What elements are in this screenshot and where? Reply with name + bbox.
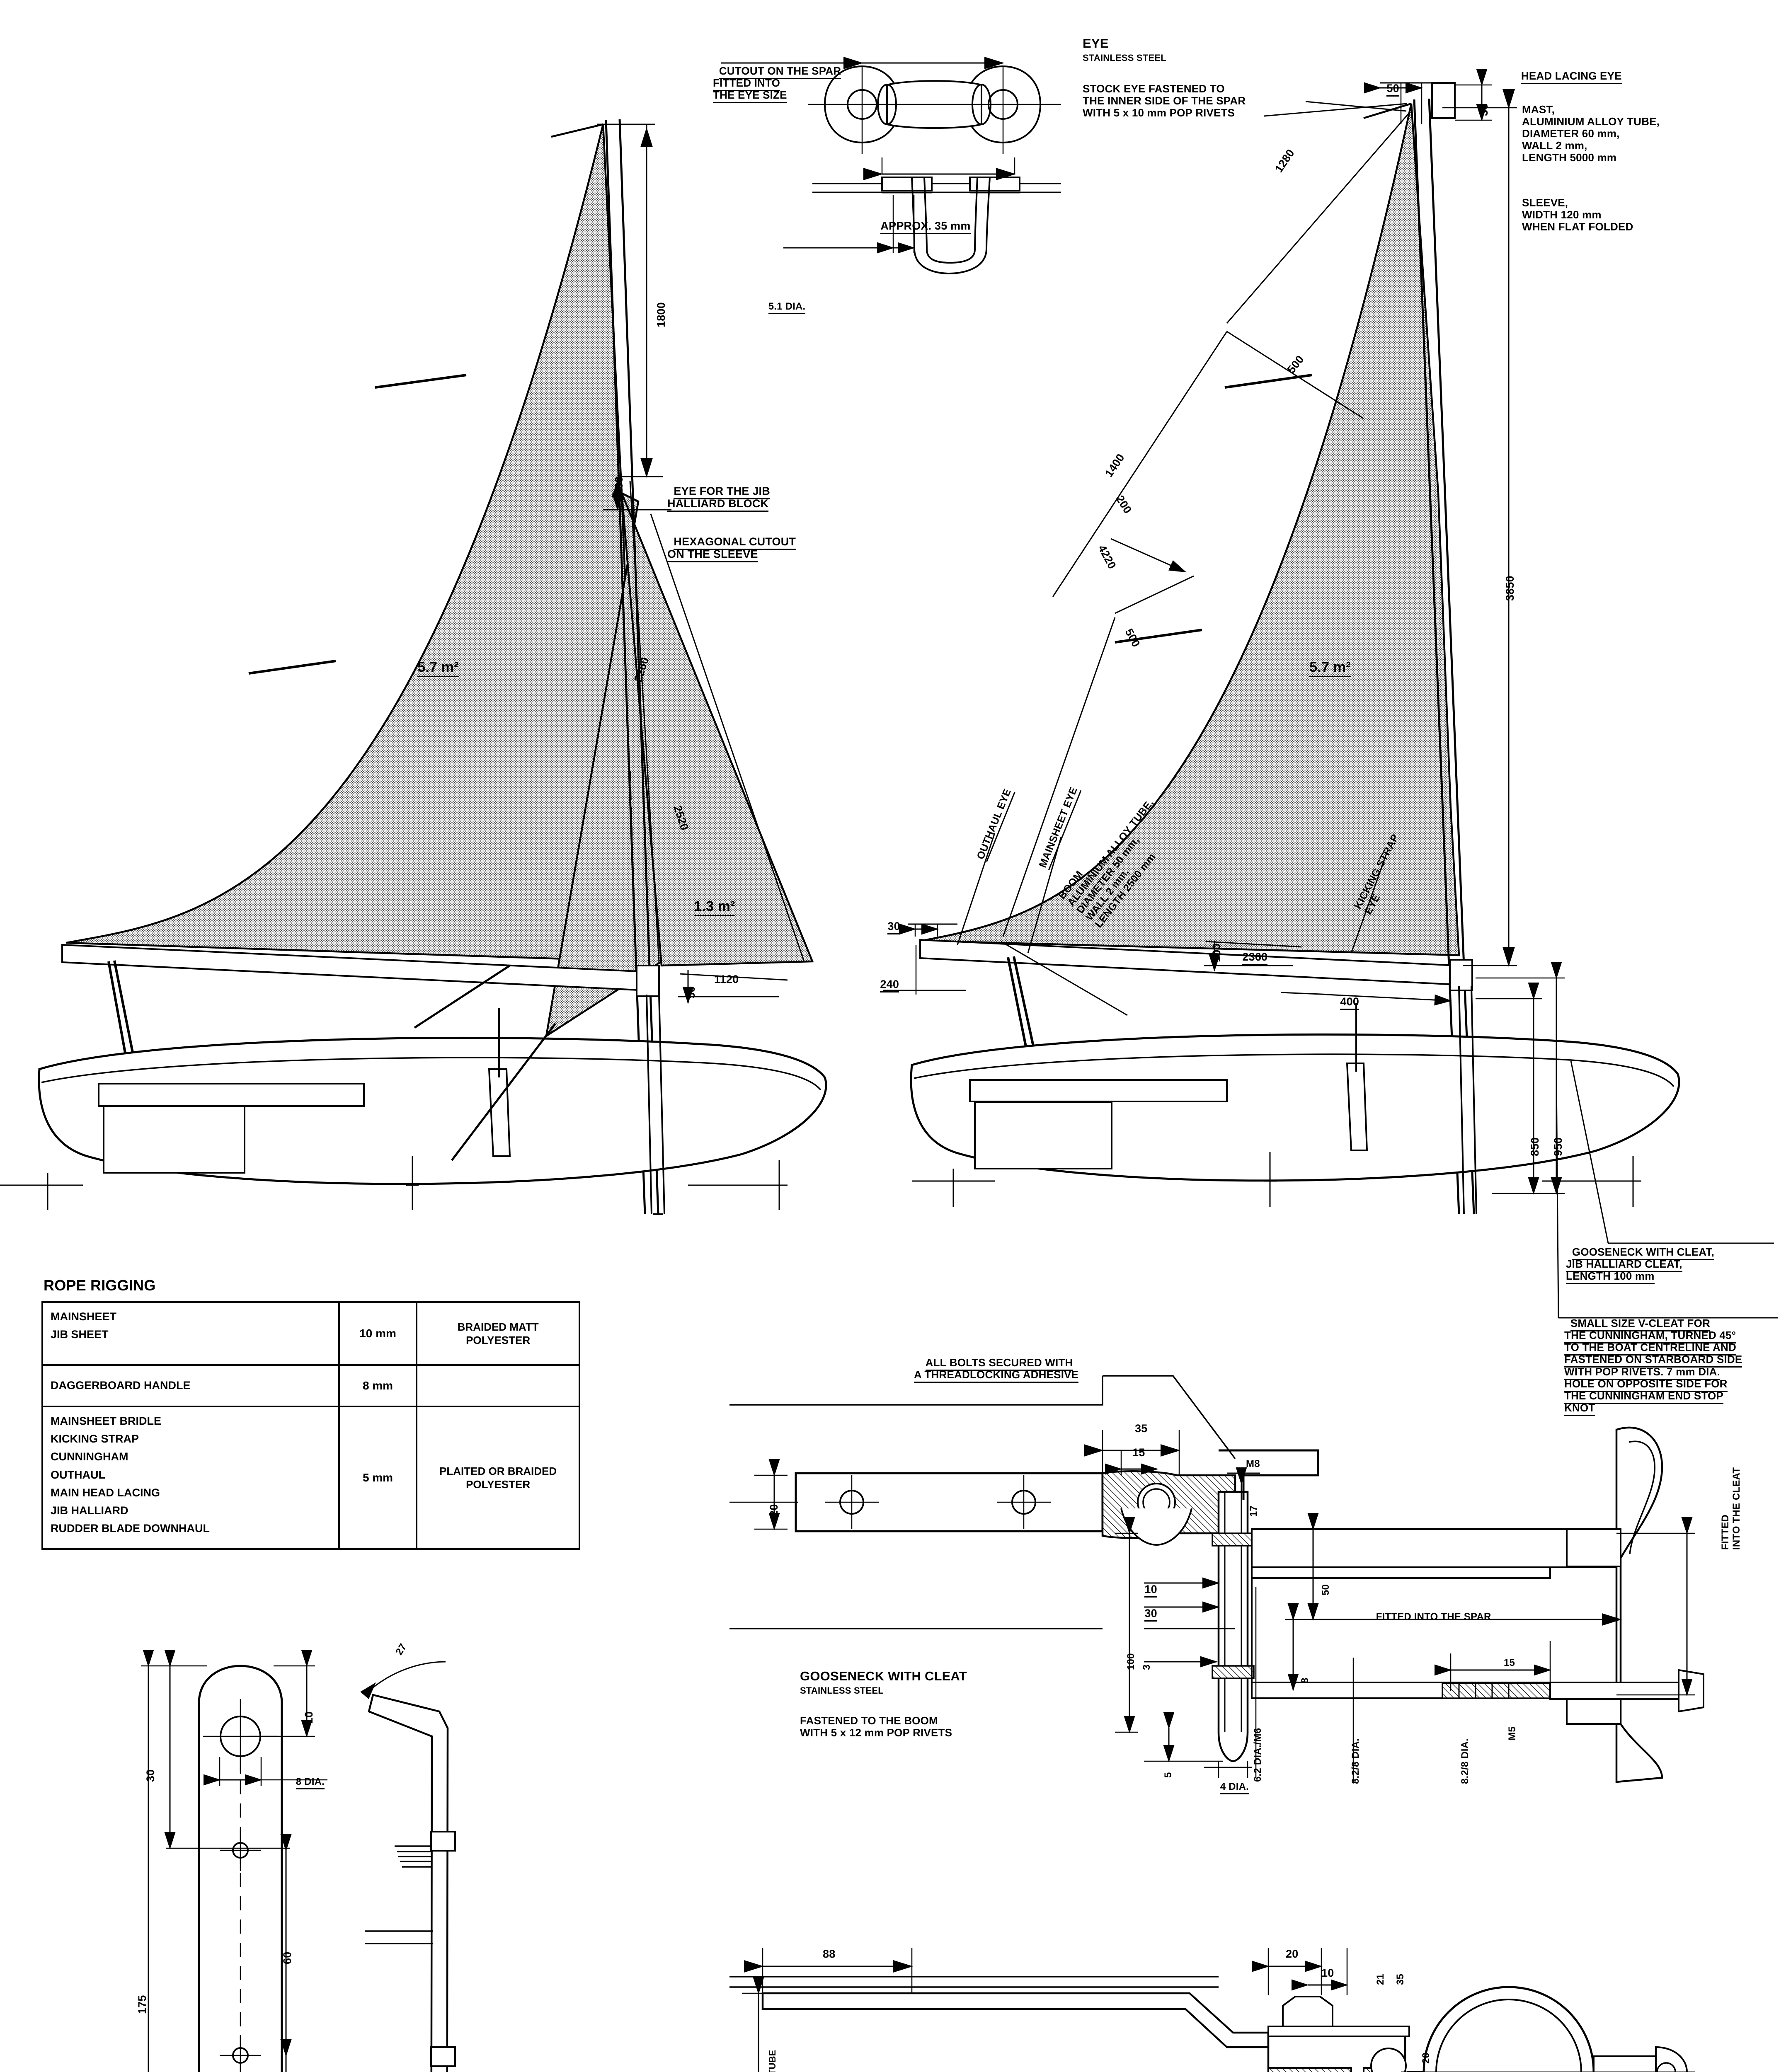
- rope-rigging-table: MAINSHEET JIB SHEET 10 mm BRAIDED MATT P…: [41, 1301, 580, 1550]
- hexagonal-cutout-note: HEXAGONAL CUTOUT ON THE SLEEVE: [667, 523, 796, 563]
- joint-dim-35: 35: [1395, 1973, 1406, 1985]
- gooseneck-dim-3: 3: [1141, 1664, 1152, 1670]
- rope-material: BRAIDED MATT POLYESTER: [457, 1320, 539, 1347]
- rope-size: 8 mm: [362, 1379, 393, 1392]
- gooseneck-detail-subtitle: STAINLESS STEEL: [800, 1685, 884, 1696]
- rope-item: RUDDER BLADE DOWNHAUL: [51, 1522, 210, 1535]
- gooseneck-dim-100: 100: [1125, 1653, 1137, 1670]
- right-dim-850: 850: [1529, 1137, 1541, 1156]
- stemhead-dim-10-top: 10: [303, 1711, 315, 1724]
- rope-item: MAINSHEET: [51, 1310, 117, 1323]
- jib-halliard-block-note: EYE FOR THE JIB HALLIARD BLOCK: [667, 472, 770, 512]
- mast-spec-note: MAST, ALUMINIUM ALLOY TUBE, DIAMETER 60 …: [1522, 103, 1660, 164]
- left-mainsail-area-label: 5.7 m²: [410, 644, 459, 678]
- rope-item: KICKING STRAP: [51, 1433, 139, 1445]
- gooseneck-dim-4-dia: 4 DIA.: [1214, 1770, 1249, 1794]
- sleeve-spec-note: SLEEVE, WIDTH 120 mm WHEN FLAT FOLDED: [1522, 196, 1633, 233]
- rope-item: CUNNINGHAM: [51, 1450, 128, 1463]
- gooseneck-dim-6-2-m6: 6.2 DIA./M6: [1252, 1728, 1263, 1782]
- gooseneck-dim-35: 35: [1135, 1422, 1148, 1435]
- rope-item: JIB HALLIARD: [51, 1504, 128, 1517]
- rope-item: JIB SHEET: [51, 1328, 109, 1341]
- gooseneck-fitted-into-spar-note: FITTED INTO THE SPAR: [1376, 1611, 1491, 1622]
- gooseneck-fastening-note: FASTENED TO THE BOOM WITH 5 x 12 mm POP …: [800, 1714, 952, 1739]
- cutout-on-spar-note: CUTOUT ON THE SPAR FITTED INTO THE EYE S…: [713, 53, 841, 104]
- right-dim-400: 400: [1334, 983, 1359, 1010]
- right-dim-950: 950: [1552, 1137, 1564, 1156]
- right-dim-100: 100: [1210, 943, 1223, 962]
- left-dim-1120: 1120: [714, 973, 739, 985]
- rope-item: DAGGERBOARD HANDLE: [51, 1379, 191, 1392]
- rope-item: MAIN HEAD LACING: [51, 1486, 160, 1499]
- gooseneck-dim-30: 30: [1138, 1595, 1157, 1622]
- gooseneck-fitted-into-cleat-note: FITTED INTO THE CLEAT: [1720, 1467, 1742, 1550]
- gooseneck-jib-cleat-note: GOOSENECK WITH CLEAT, JIB HALLIARD CLEAT…: [1566, 1234, 1715, 1285]
- gooseneck-dim-5: 5: [1163, 1772, 1174, 1778]
- rope-size: 10 mm: [359, 1327, 396, 1340]
- right-dim-3850: 3850: [1504, 576, 1516, 601]
- right-mainsail-area-label: 5.7 m²: [1301, 644, 1351, 678]
- right-dim-240: 240: [874, 966, 899, 993]
- gooseneck-dim-15b: 15: [1504, 1657, 1515, 1668]
- right-dim-30-left: 30: [881, 908, 900, 935]
- head-lacing-eye-label: HEAD LACING EYE: [1515, 58, 1622, 85]
- gooseneck-dim-M8: M8: [1246, 1458, 1260, 1469]
- joint-dim-10: 10: [1321, 1967, 1334, 1979]
- joint-dim-20b: 20: [1420, 2052, 1432, 2064]
- eye-detail-subtitle: STAINLESS STEEL: [1083, 53, 1166, 63]
- joint-dim-21: 21: [1375, 1973, 1386, 1985]
- all-bolts-note: ALL BOLTS SECURED WITH A THREADLOCKING A…: [914, 1345, 1079, 1383]
- joint-tube-note: FOR 50 x 2 mm TUBE: [767, 2050, 778, 2072]
- eye-detail-note: STOCK EYE FASTENED TO THE INNER SIDE OF …: [1083, 82, 1246, 119]
- gooseneck-detail-title: GOOSENECK WITH CLEAT: [800, 1669, 967, 1683]
- eye-approx-width-dim: APPROX. 35 mm: [875, 207, 971, 235]
- gooseneck-dim-8-2-8-dia-b: 8.2/8 DIA.: [1459, 1738, 1471, 1784]
- gooseneck-dim-10: 10: [1138, 1571, 1157, 1598]
- gooseneck-dim-20: 20: [768, 1504, 780, 1517]
- rope-rigging-heading: ROPE RIGGING: [44, 1277, 156, 1294]
- eye-hole-dia-dim: 5.1 DIA.: [763, 290, 806, 314]
- rope-material: PLAITED OR BRAIDED POLYESTER: [439, 1464, 557, 1491]
- eye-detail-title: EYE: [1083, 36, 1109, 51]
- gooseneck-dim-8-2-8-dia: 8.2/8 DIA.: [1350, 1738, 1361, 1784]
- joint-dim-20: 20: [1286, 1948, 1299, 1960]
- right-dim-2360: 2360: [1236, 938, 1268, 966]
- stemhead-dim-30: 30: [144, 1769, 157, 1782]
- left-dim-50: 50: [685, 986, 697, 999]
- stemhead-dim-60-a: 60: [281, 1951, 293, 1964]
- joint-dim-88: 88: [823, 1948, 836, 1960]
- gooseneck-dim-50: 50: [1320, 1584, 1331, 1595]
- rope-item: OUTHAUL: [51, 1468, 105, 1481]
- stemhead-dim-175: 175: [136, 1995, 148, 2014]
- gooseneck-dim-15: 15: [1132, 1446, 1145, 1459]
- rope-size: 5 mm: [362, 1471, 393, 1484]
- joint-spec-note: JOINT 20 x 20 mm, ALUMINIUM ALLOY: [916, 2068, 1019, 2072]
- v-cleat-cunningham-note: SMALL SIZE V-CLEAT FOR THE CUNNINGHAM, T…: [1564, 1305, 1742, 1416]
- gooseneck-dim-17: 17: [1248, 1505, 1259, 1517]
- gooseneck-dim-M5: M5: [1507, 1726, 1518, 1740]
- left-dim-1800: 1800: [655, 302, 667, 327]
- gooseneck-dim-8: 8: [1299, 1677, 1311, 1683]
- left-jib-area-label: 1.3 m²: [686, 883, 735, 917]
- right-dim-50: 50: [1380, 70, 1399, 97]
- stemhead-dim-8-dia: 8 DIA.: [290, 1765, 325, 1789]
- right-dim-30: 30: [1478, 103, 1490, 116]
- left-dim-100: 100: [613, 476, 625, 495]
- rope-item: MAINSHEET BRIDLE: [51, 1415, 162, 1427]
